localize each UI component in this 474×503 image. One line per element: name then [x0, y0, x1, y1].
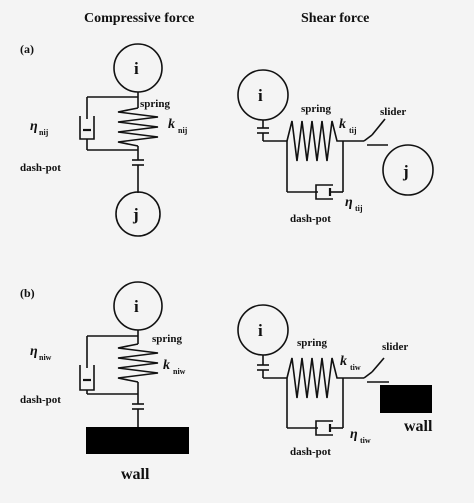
particle-i-label: i	[258, 321, 263, 340]
particle-i-label: i	[258, 86, 263, 105]
particle-j-a-compressive	[115, 191, 161, 237]
k-symbol: k	[339, 117, 346, 132]
slider-label: slider	[380, 106, 406, 118]
dashpot-a-shear	[315, 184, 333, 200]
wall-b-compressive	[86, 427, 189, 454]
k-subscript-tij: tij	[349, 126, 357, 135]
k-subscript-niw: niw	[173, 367, 186, 376]
wall-label: wall	[404, 418, 433, 435]
shear-b: i wall spring k tiw slider η tiw dash-po…	[237, 304, 433, 458]
particle-i-label: i	[134, 59, 139, 78]
eta-symbol: η	[30, 344, 38, 359]
k-subscript-nij: nij	[178, 126, 188, 135]
k-symbol: k	[163, 358, 170, 373]
panel-label-b: (b)	[20, 286, 35, 300]
dashpot-label: dash-pot	[20, 394, 61, 406]
particle-j-label: j	[132, 205, 139, 224]
eta-symbol: η	[30, 119, 38, 134]
eta-symbol: η	[345, 195, 353, 210]
dashpot-a-compressive	[79, 116, 95, 140]
header-compressive: Compressive force	[84, 11, 194, 26]
spring-b-shear	[286, 357, 343, 399]
compressive-b: i wall spring k niw η niw dash-pot	[20, 281, 189, 483]
eta-symbol: η	[350, 427, 358, 442]
panel-label-a: (a)	[20, 42, 34, 56]
header-shear: Shear force	[301, 11, 369, 26]
wall-b-shear	[380, 385, 432, 413]
spring-b-compressive	[117, 343, 159, 383]
spring-label: spring	[152, 333, 182, 345]
eta-subscript-niw: niw	[39, 353, 52, 362]
wall-label: wall	[121, 466, 150, 483]
dashpot-label: dash-pot	[290, 213, 331, 225]
eta-subscript-nij: nij	[39, 128, 49, 137]
slider-b	[363, 371, 373, 379]
eta-subscript-tij: tij	[355, 204, 363, 213]
particle-i-label: i	[134, 297, 139, 316]
dashpot-label: dash-pot	[20, 162, 61, 174]
eta-subscript-tiw: tiw	[360, 436, 371, 445]
spring-label: spring	[297, 337, 327, 349]
spring-label: spring	[140, 98, 170, 110]
particle-j-a-shear	[382, 144, 434, 196]
spring-label: spring	[301, 103, 331, 115]
dashpot-label: dash-pot	[290, 446, 331, 458]
spring-a-shear	[286, 120, 343, 162]
slider-a	[363, 134, 373, 142]
k-subscript-tiw: tiw	[350, 363, 361, 372]
dashpot-b-compressive	[79, 365, 95, 391]
slider-label: slider	[382, 341, 408, 353]
spring-a-compressive	[117, 107, 159, 147]
k-symbol: k	[168, 117, 175, 132]
particle-j-label: j	[402, 162, 409, 181]
particle-i-b-shear	[237, 304, 289, 356]
k-symbol: k	[340, 354, 347, 369]
compressive-a: i j spring k nij η nij dash-pot	[20, 43, 188, 237]
particle-i-a-shear	[237, 69, 289, 121]
shear-a: i j spring k tij slider η tij dash-pot	[237, 69, 434, 225]
dashpot-b-shear	[315, 420, 333, 436]
